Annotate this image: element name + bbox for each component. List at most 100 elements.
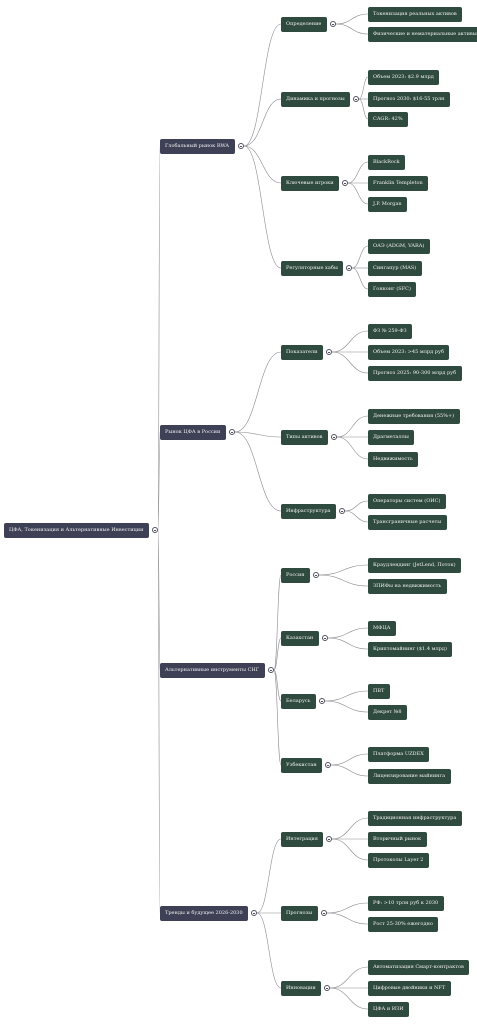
topic-node[interactable]: Беларусь [281,693,316,709]
branch-collapse-toggle[interactable] [251,910,257,916]
leaf-node[interactable]: Физические и нематериальные активы [368,26,477,42]
connector-branch-topic [243,23,282,147]
connector-branch-topic [273,637,282,671]
leaf-node[interactable]: Объем 2023: >45 млрд руб [368,344,449,360]
leaf-node[interactable]: Протоколы Layer 2 [368,852,429,868]
topic-collapse-toggle[interactable] [326,836,332,842]
leaf-node[interactable]: Недвижимость [368,451,418,467]
topic-node[interactable]: Регуляторные хабы [281,260,343,276]
leaf-node[interactable]: Трансграничные расчеты [368,514,447,530]
connector-topic-leaf [331,838,369,861]
leaf-node[interactable]: МФЦА [368,620,396,636]
leaf-node[interactable]: Лицензирование майнинга [368,768,451,784]
branch-collapse-toggle[interactable] [268,667,274,673]
connector-topic-leaf [329,966,369,989]
topic-node[interactable]: Казахстан [281,630,319,646]
connector-topic-leaf [336,415,369,438]
leaf-node[interactable]: ПВТ [368,683,390,699]
topic-collapse-toggle[interactable] [330,21,336,27]
topic-collapse-toggle[interactable] [324,985,330,991]
leaf-node[interactable]: Токенизация реальных активов [368,6,462,22]
connector-branch-topic [243,145,282,184]
topic-node[interactable]: Типы активов [281,429,328,445]
connector-branch-topic [243,98,282,147]
leaf-node[interactable]: РФ: >10 трлн руб к 2030 [368,895,444,911]
connector-topic-leaf [347,161,369,184]
leaf-node[interactable]: Franklin Templeton [368,175,428,191]
connector-branch-topic [256,912,282,989]
topic-node[interactable]: Прогнозы [281,905,318,921]
connector-topic-leaf [324,690,369,702]
leaf-node[interactable]: ЦФА и ИЗИ [368,1001,409,1017]
leaf-node[interactable]: Цифровые двойники и NFT [368,980,451,996]
branch-node[interactable]: Глобальный рынок RWA [160,138,235,154]
leaf-node[interactable]: ФЗ № 259-ФЗ [368,323,412,339]
topic-collapse-toggle[interactable] [331,434,337,440]
connector-topic-leaf [330,764,369,777]
topic-collapse-toggle[interactable] [313,572,319,578]
topic-node[interactable]: Россия [281,567,310,583]
leaf-node[interactable]: Прогноз 2030: $16-55 трлн [368,91,450,107]
leaf-node[interactable]: Криптомайнинг ($1.4 млрд) [368,641,452,657]
leaf-node[interactable]: ОАЭ (ADGM, VARA) [368,238,430,254]
connector-topic-leaf [326,912,369,925]
root-node[interactable]: ЦФА, Токенизация и Альтернативные Инвест… [4,522,149,538]
connector-branch-topic [273,574,282,671]
connector-root-branch [157,431,161,531]
leaf-node[interactable]: Денежные требования (55%+) [368,408,460,424]
topic-node[interactable]: Инфраструктура [281,503,336,519]
topic-collapse-toggle[interactable] [339,508,345,514]
topic-node[interactable]: Инновации [281,980,321,996]
leaf-node[interactable]: Вторичный рынок [368,831,427,847]
connector-topic-leaf [336,436,369,460]
leaf-node[interactable]: Краудлендинг (JetLend, Поток) [368,557,461,573]
connector-topic-leaf [344,510,369,523]
topic-node[interactable]: Динамика и прогнозы [281,91,350,107]
connector-topic-leaf [331,330,369,353]
connector-branch-topic [234,431,282,512]
topic-collapse-toggle[interactable] [353,96,359,102]
connector-topic-leaf [335,23,369,35]
leaf-node[interactable]: Драгметаллы [368,429,414,445]
topic-node[interactable]: Определение [281,16,327,32]
connector-topic-leaf [330,753,369,766]
leaf-node[interactable]: Рост 25-30% ежегодно [368,916,438,932]
topic-node[interactable]: Интеграция [281,831,323,847]
topic-node[interactable]: Показатели [281,344,323,360]
branch-node[interactable]: Рынок ЦФА в России [160,424,226,440]
branch-node[interactable]: Альтернативные инструменты СНГ [160,662,265,678]
connector-branch-topic [273,669,282,702]
leaf-node[interactable]: Гонконг (SFC) [368,281,416,297]
leaf-node[interactable]: Прогноз 2025: 90-300 млрд руб [368,365,462,381]
leaf-node[interactable]: Традиционная инфраструктура [368,810,462,826]
topic-node[interactable]: Ключевые игроки [281,175,339,191]
leaf-node[interactable]: ЗПИФы на недвижимость [368,578,447,594]
connector-topic-leaf [326,902,369,914]
topic-node[interactable]: Узбекистан [281,757,322,773]
connector-topic-leaf [331,817,369,840]
leaf-node[interactable]: Операторы систем (ОИС) [368,493,446,509]
topic-collapse-toggle[interactable] [346,265,352,271]
branch-collapse-toggle[interactable] [238,143,244,149]
leaf-node[interactable]: Автоматизация Смарт-контрактов [368,959,469,975]
leaf-node[interactable]: J.P. Morgan [368,196,407,212]
branch-node[interactable]: Тренды и будущее 2026-2030 [160,905,248,921]
leaf-node[interactable]: CAGR: 42% [368,111,408,127]
topic-collapse-toggle[interactable] [325,762,331,768]
leaf-node[interactable]: Сингапур (MAS) [368,260,422,276]
leaf-node[interactable]: BlackRock [368,154,405,170]
topic-collapse-toggle[interactable] [342,180,348,186]
topic-collapse-toggle[interactable] [319,698,325,704]
topic-collapse-toggle[interactable] [326,349,332,355]
leaf-node[interactable]: Платформа UZDEX [368,746,429,762]
leaf-node[interactable]: Объем 2023: $2.9 млрд [368,69,439,85]
leaf-node[interactable]: Декрет №8 [368,704,407,720]
topic-collapse-toggle[interactable] [322,635,328,641]
topic-collapse-toggle[interactable] [321,910,327,916]
root-collapse-toggle[interactable] [152,527,158,533]
connector-branch-topic [234,431,282,438]
connector-root-branch [157,529,161,914]
connector-root-branch [157,145,161,531]
branch-collapse-toggle[interactable] [229,429,235,435]
